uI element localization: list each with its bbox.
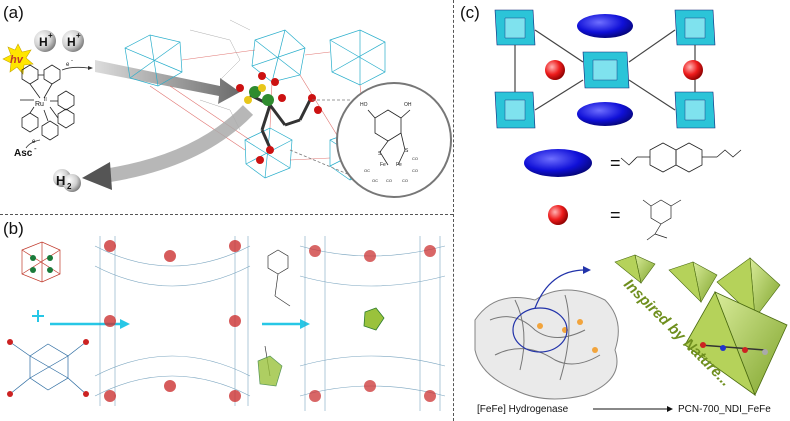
ru-bipyridine-complex (20, 64, 75, 141)
pyramid-small (614, 254, 656, 284)
pcn-700-caption: PCN-700_NDI_FeFe (678, 404, 771, 415)
hydrogenase-caption: [FeFe] Hydrogenase (477, 404, 569, 415)
svg-text:H: H (39, 35, 48, 49)
proton-sphere-1: H + (34, 30, 56, 52)
ru-center-label: Ru II (35, 97, 47, 108)
linker-bonds (514, 29, 696, 111)
zr-cluster-top-left (494, 9, 536, 46)
h2-sphere: H 2 (53, 169, 81, 192)
ascorbate-donor: e Asc - (14, 139, 41, 159)
ligand-reagent-model (257, 249, 291, 387)
fefe-hydrogenase-protein (474, 289, 619, 400)
bioinspiration-arrow (593, 406, 673, 412)
zr-cluster-model (21, 241, 61, 283)
svg-text:CO: CO (412, 168, 418, 173)
panel-c-label: (c) (460, 3, 480, 22)
pyramid-xlarge (684, 291, 788, 397)
svg-text:e: e (66, 62, 70, 68)
fefe-structure (642, 199, 682, 241)
hv-label: hv (10, 54, 24, 66)
svg-text:II: II (44, 97, 47, 103)
svg-text:H: H (56, 173, 65, 188)
active-site-callout-arrow (534, 269, 586, 309)
zr-cluster-bottom-left (494, 91, 536, 129)
porphyrin-linker-model (7, 339, 89, 397)
zr-cluster-bottom-right (674, 91, 716, 129)
svg-text:OH: OH (404, 102, 412, 108)
svg-text:S: S (378, 151, 382, 157)
svg-text:Fe: Fe (380, 162, 386, 168)
svg-text:OC: OC (372, 178, 378, 183)
svg-text:+: + (48, 31, 53, 40)
pcn-700-framework (94, 236, 251, 406)
modification-arrow (262, 319, 310, 329)
panel-b-figure: = (7, 236, 446, 411)
svg-text:2: 2 (67, 182, 72, 191)
legend-fefe-sphere (548, 205, 568, 225)
pyramid-large (716, 257, 781, 319)
fefe-site-right (683, 60, 703, 80)
svg-text:Asc: Asc (14, 148, 33, 159)
vertical-panel-divider (453, 0, 454, 421)
fefe-catalyst-model (236, 72, 322, 164)
pcn-700-ndi-fefe-framework (299, 236, 446, 411)
zr-cluster-center (582, 51, 630, 89)
svg-text:Fe: Fe (396, 162, 402, 168)
svg-text:HO: HO (360, 102, 368, 108)
legend-ndi-oval (524, 149, 592, 177)
svg-text:OC: OC (364, 168, 370, 173)
svg-text:+: + (76, 31, 81, 40)
svg-text:CO: CO (412, 156, 418, 161)
plus-sign-icon (32, 310, 44, 322)
pyramid-medium (668, 261, 718, 303)
active-site-circle (512, 307, 568, 353)
zr-cluster-top-right (674, 9, 716, 46)
mof-linker-network (149, 49, 366, 161)
zoom-magnifier: HO OH S S Fe Fe OC CO CO OC CO CO (289, 82, 452, 198)
ndi-linker-top (577, 14, 633, 38)
hv-star-icon: hv (2, 43, 34, 75)
svg-text:e: e (32, 139, 36, 145)
svg-text:CO: CO (402, 178, 408, 183)
ndi-linker-bottom (577, 102, 633, 126)
svg-text:-: - (34, 144, 37, 153)
synthesis-arrow (50, 319, 130, 329)
fefe-site-left (545, 60, 565, 80)
panel-c-figure: = = (474, 9, 788, 415)
panel-a-label: (a) (3, 3, 24, 22)
proton-sphere-2: H + (62, 30, 84, 52)
legend-equals-ndi: = (610, 153, 621, 173)
panel-b-label: (b) (3, 219, 24, 238)
electron-flow-arrow (95, 60, 240, 104)
ndi-structure (620, 142, 742, 173)
svg-text:Ru: Ru (35, 101, 44, 108)
panel-a-figure: hv H + H + e - Ru (2, 19, 452, 198)
svg-text:H: H (67, 35, 76, 49)
legend-equals-fefe: = (610, 205, 621, 225)
horizontal-panel-divider (0, 214, 453, 215)
svg-text:S: S (405, 148, 409, 154)
svg-text:CO: CO (386, 178, 392, 183)
svg-text:-: - (71, 58, 73, 64)
electron-transfer-arrow: e - (61, 58, 93, 71)
hydrogen-output-arrow (82, 105, 254, 190)
